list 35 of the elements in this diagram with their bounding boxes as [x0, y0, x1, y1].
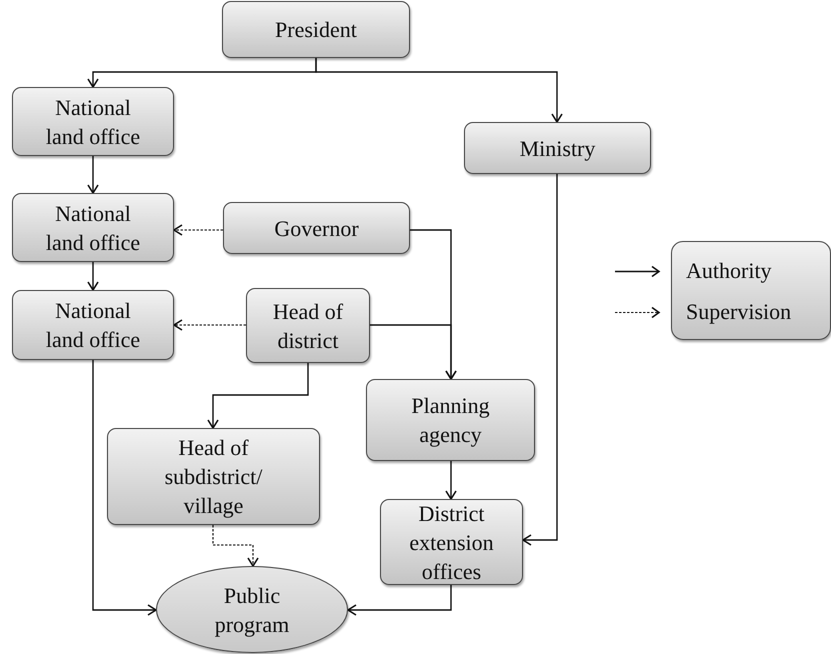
- dashed-arrow: [173, 224, 223, 236]
- arrow: [87, 156, 99, 194]
- process-box: [222, 1, 410, 58]
- process-box: [380, 499, 523, 585]
- process-box: [366, 379, 535, 461]
- node-label: Head of subdistrict/ village: [164, 434, 264, 520]
- node-label: National land office: [44, 94, 142, 150]
- arrow: [522, 174, 558, 546]
- arrow: [370, 324, 457, 380]
- node-label: National land office: [44, 297, 142, 354]
- node-label: Governor: [274, 214, 359, 242]
- arrow: [87, 262, 99, 291]
- dashed-arrow: [212, 525, 259, 567]
- process-box: [12, 193, 174, 262]
- legend-label: Supervision: [686, 299, 792, 325]
- arrow: [207, 363, 309, 429]
- node-label: Public program: [214, 582, 290, 638]
- arrow: [445, 461, 457, 500]
- process-box: [107, 428, 320, 525]
- node-label: Ministry: [520, 134, 596, 162]
- legend-label: Authority: [686, 258, 772, 284]
- arrow: [347, 585, 452, 616]
- process-box: [223, 202, 410, 254]
- node-label: National land office: [44, 200, 142, 256]
- node-label: President: [275, 16, 357, 44]
- node-label: Head of district: [272, 298, 344, 354]
- process-box: [12, 87, 174, 156]
- process-box: [464, 122, 651, 174]
- dashed-arrow: [173, 319, 246, 331]
- arrow: [92, 360, 157, 616]
- node-label: Planning agency: [410, 392, 491, 449]
- arrow: [315, 58, 563, 123]
- node-label: District extension offices: [408, 500, 495, 586]
- process-box: [12, 290, 174, 360]
- process-box: [246, 288, 370, 363]
